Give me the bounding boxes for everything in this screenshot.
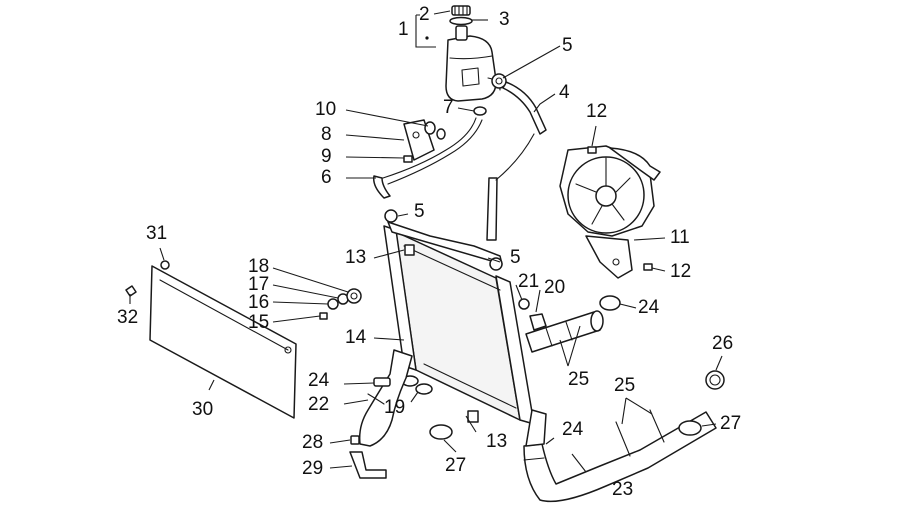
- grommet: [424, 121, 446, 140]
- hose-clamp-left: [373, 377, 391, 387]
- callout-32: 32: [117, 307, 138, 328]
- callout-28: 28: [302, 432, 323, 453]
- callout-24-bottom: 24: [562, 419, 584, 440]
- callout-1: 1: [398, 19, 409, 40]
- screw-15: [319, 312, 328, 320]
- callout-24-right: 24: [638, 297, 660, 318]
- callout-1-dot: [425, 36, 429, 40]
- coolant-outlet-pipe: [525, 310, 604, 353]
- callout-labels: 1 2 3 4 5 5 5 6 7 8 9 10 11 12 12 13 13 …: [117, 4, 741, 500]
- thermo-switch: [518, 298, 547, 331]
- tank-neck: [455, 25, 468, 41]
- callout-31: 31: [146, 223, 167, 244]
- radiator: [383, 221, 535, 425]
- callout-13-bottom: 13: [486, 431, 507, 452]
- callout-23: 23: [612, 479, 633, 500]
- water-pump-hose: [523, 409, 717, 503]
- callout-12-bottom: 12: [670, 261, 691, 282]
- fastener-32: [125, 285, 137, 297]
- callout-13-top: 13: [345, 247, 366, 268]
- hose-clip-top: [491, 73, 507, 89]
- tank-cap-seal: [449, 16, 473, 26]
- radiator-cover: [149, 265, 297, 419]
- overflow-hose: [486, 81, 547, 241]
- cooling-fan: [559, 145, 661, 279]
- fan-bolts: [587, 146, 653, 271]
- radiator-mount: [404, 244, 479, 423]
- callout-19: 19: [384, 397, 405, 418]
- hose-clip-7: [473, 106, 487, 116]
- callout-3: 3: [499, 9, 510, 30]
- callout-9: 9: [321, 146, 332, 167]
- callout-30: 30: [192, 399, 213, 420]
- callout-25-upper: 25: [568, 369, 589, 390]
- washer-16: [327, 298, 339, 310]
- callout-5-right: 5: [510, 247, 521, 268]
- lower-hose: [358, 349, 413, 447]
- hose-clamp-27-right: [678, 420, 702, 436]
- hose-upper-segment: [525, 409, 547, 447]
- bracket-29: [349, 451, 387, 479]
- hose-clamp-26: [705, 370, 725, 390]
- callout-11: 11: [670, 227, 690, 248]
- grommet-18: [346, 288, 362, 304]
- callout-20: 20: [544, 277, 565, 298]
- callout-24-left: 24: [308, 370, 330, 391]
- callout-15: 15: [248, 312, 269, 333]
- hose-clamp-upper: [599, 295, 621, 311]
- callout-27-left: 27: [445, 455, 466, 476]
- callout-2: 2: [419, 4, 430, 25]
- callout-1-bracket: [415, 14, 436, 48]
- callout-6: 6: [321, 167, 332, 188]
- leader-lines: [129, 10, 723, 473]
- callout-8: 8: [321, 124, 332, 145]
- callout-7: 7: [443, 97, 454, 118]
- bolt-28: [350, 435, 360, 445]
- expansion-tank: [445, 35, 501, 102]
- callout-18: 18: [248, 256, 269, 277]
- tank-cap: [451, 5, 471, 16]
- callout-5-top: 5: [562, 35, 573, 56]
- callout-14: 14: [345, 327, 367, 348]
- callout-22: 22: [308, 394, 329, 415]
- callout-26: 26: [712, 333, 733, 354]
- breather-hose: [372, 117, 483, 199]
- radiator-clip: [384, 209, 503, 271]
- callout-27-right: 27: [720, 413, 741, 434]
- callout-29: 29: [302, 458, 323, 479]
- callout-10: 10: [315, 99, 336, 120]
- fastener-31: [160, 260, 170, 270]
- callout-17: 17: [248, 274, 269, 295]
- callout-21: 21: [518, 271, 539, 292]
- callout-16: 16: [248, 292, 269, 313]
- callout-5-mid: 5: [414, 201, 425, 222]
- callout-4: 4: [559, 82, 570, 103]
- callout-12-top: 12: [586, 101, 607, 122]
- bolt: [403, 155, 413, 163]
- hose-clamp-27-left: [429, 424, 453, 440]
- callout-25-lower: 25: [614, 375, 635, 396]
